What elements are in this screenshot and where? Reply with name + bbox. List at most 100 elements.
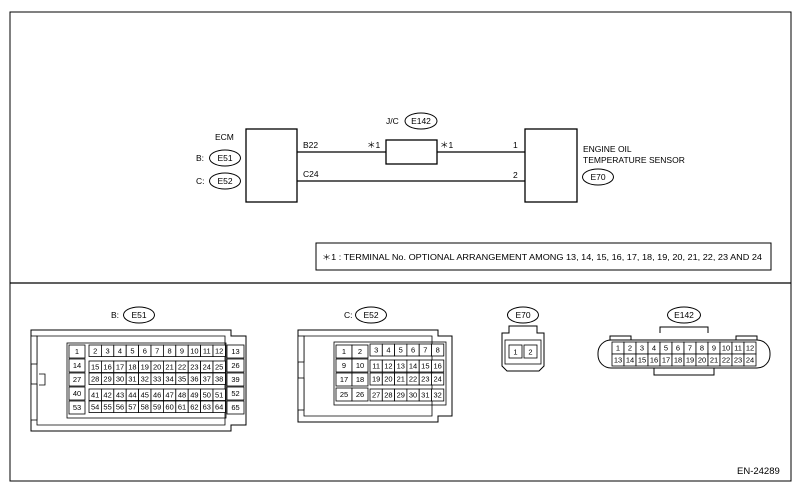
ecm-label: ECM	[215, 132, 234, 142]
e52-pin-label: 32	[433, 391, 441, 400]
e51-pin-cell	[226, 358, 245, 373]
e52-pin-cell	[431, 359, 445, 373]
e52-pin-label: 21	[397, 375, 405, 384]
sensor-pin-1: 1	[513, 140, 518, 150]
e51-pin-label: 53	[73, 403, 81, 412]
e52-latch-top	[297, 335, 305, 363]
e51-pin-label: 39	[231, 375, 239, 384]
e52-pin-label: 1	[342, 347, 346, 356]
e142-pin-label: 3	[640, 344, 644, 353]
e52-pin-label: 26	[356, 390, 364, 399]
sensor-pin-2: 2	[513, 170, 518, 180]
e51-pin-label: 52	[231, 389, 239, 398]
e51-code-oval	[123, 306, 155, 324]
sensor-label-line2: TEMPERATURE SENSOR	[583, 155, 685, 165]
e51-pin-label: 34	[165, 374, 173, 383]
e51-pin-label: 25	[215, 362, 223, 371]
e51-pin-label: 45	[141, 390, 149, 399]
e70-pin-cell	[508, 344, 523, 359]
e142-pin-label: 2	[628, 344, 632, 353]
ecm-b-code: E51	[217, 153, 232, 163]
e51-pin-label: 37	[203, 374, 211, 383]
e142-pin-label: 14	[626, 356, 634, 365]
e52-pin-label: 3	[374, 346, 378, 355]
e142-pin-cell	[743, 353, 757, 367]
note-box	[315, 242, 772, 271]
e51-pin-label: 46	[153, 390, 161, 399]
e51-pin-label: 7	[155, 346, 159, 355]
e52-pin-label: 10	[356, 361, 364, 370]
e51-pin-label: 35	[178, 374, 186, 383]
e51-pin-label: 42	[103, 390, 111, 399]
e51-pin-label: 26	[231, 361, 239, 370]
sensor-block: 1 2 ENGINE OIL TEMPERATURE SENSOR E70	[513, 128, 685, 203]
e51-pin-cell	[68, 344, 86, 359]
e51-pin-label: 5	[130, 346, 134, 355]
jc-label: J/C	[386, 116, 399, 126]
e52-pin-label: 31	[421, 391, 429, 400]
e51-pin-label: 18	[128, 362, 136, 371]
e70-pin-label: 2	[528, 347, 532, 356]
e142-pin-label: 4	[652, 344, 656, 353]
jc-code-oval	[404, 112, 438, 130]
e51-pin-label: 22	[178, 362, 186, 371]
e51-pin-label: 33	[153, 374, 161, 383]
e51-pin-label: 50	[203, 390, 211, 399]
e51-pin-label: 31	[128, 374, 136, 383]
e51-pin-cell	[226, 372, 245, 387]
e51-pin-label: 20	[153, 362, 161, 371]
e51-code: E51	[131, 310, 146, 320]
e51-pin-label: 55	[103, 402, 111, 411]
e51-pin-label: 47	[165, 390, 173, 399]
e142-pin-label: 22	[722, 356, 730, 365]
e51-pin-label: 17	[116, 362, 124, 371]
e52-pin-label: 19	[372, 375, 380, 384]
e52-pin-cell	[431, 388, 445, 402]
e142-pin-label: 15	[638, 356, 646, 365]
e142-pin-label: 16	[650, 356, 658, 365]
e51-latch-bottom	[30, 383, 38, 421]
e52-pin-label: 2	[358, 347, 362, 356]
e51-pin-label: 27	[73, 375, 81, 384]
e51-pin-label: 11	[203, 346, 211, 355]
e142-code: E142	[674, 310, 694, 320]
e51-pin-cell	[212, 344, 226, 357]
e51-pin-label: 43	[116, 390, 124, 399]
e51-pin-cell	[68, 372, 86, 387]
e142-pin-label: 9	[712, 344, 716, 353]
e51-pin-label: 9	[180, 346, 184, 355]
figure-id: EN-24289	[737, 466, 780, 477]
e51-pin-label: 6	[143, 346, 147, 355]
e142-side-tabs	[609, 335, 758, 341]
e51-pin-cell	[68, 358, 86, 373]
e51-pin-label: 62	[190, 402, 198, 411]
e51-pin-label: 15	[91, 362, 99, 371]
e52-latch-bottom	[297, 377, 305, 411]
e142-pin-label: 6	[676, 344, 680, 353]
e51-pin-cell	[212, 360, 226, 373]
ecm-c-code: E52	[217, 176, 232, 186]
e51-pin-label: 56	[116, 402, 124, 411]
e51-pin-label: 63	[203, 402, 211, 411]
ecm-c-prefix: C:	[196, 176, 205, 186]
e51-pin-label: 64	[215, 402, 223, 411]
e142-bottom-tab	[653, 368, 715, 376]
e51-pin-cell	[212, 388, 226, 401]
e51-pin-label: 30	[116, 374, 124, 383]
e51-pin-label: 2	[93, 346, 97, 355]
e51-pin-label: 54	[91, 402, 99, 411]
e51-pin-label: 29	[103, 374, 111, 383]
e142-pin-label: 20	[698, 356, 706, 365]
e51-pin-label: 23	[190, 362, 198, 371]
e51-pin-label: 21	[165, 362, 173, 371]
e51-pin-cell	[226, 344, 245, 359]
e52-pin-label: 27	[372, 391, 380, 400]
e52-pin-label: 8	[436, 346, 440, 355]
